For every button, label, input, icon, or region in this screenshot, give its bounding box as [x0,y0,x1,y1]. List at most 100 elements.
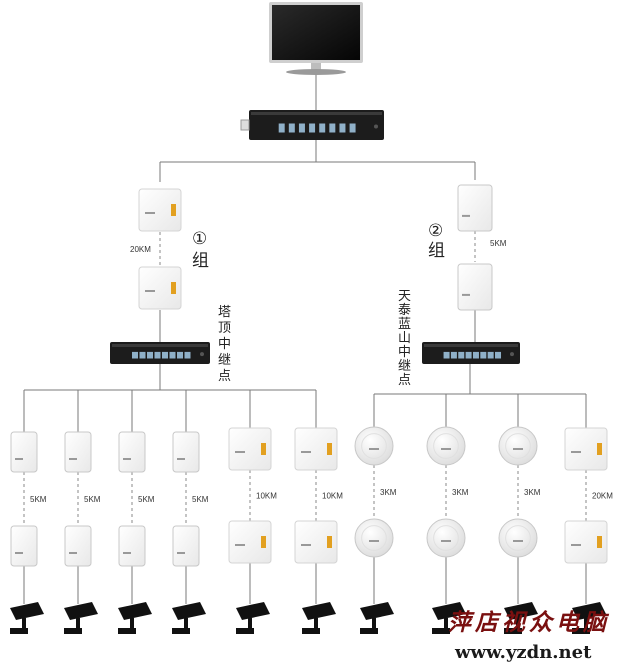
switch-port [184,351,191,359]
camera-body [302,602,336,620]
ap-bottom-icon [354,518,394,558]
cpe-bottom-icon [294,520,338,564]
g1-relay-label: 点 [218,369,231,384]
camera-arm [248,618,252,630]
branch-distance: 3KM [452,488,469,497]
cpe-top-icon [172,431,200,473]
g2-relay-label: 泰 [398,303,411,318]
camera-arm [372,618,376,630]
cpe-bottom-icon [118,525,146,567]
cpe-top-icon [10,431,38,473]
ap-top-icon [426,426,466,466]
panel-body [64,525,92,567]
g2-label-num: ② [428,221,443,241]
camera-mount [572,628,590,634]
branch-distance: 10KM [322,492,343,501]
camera-mount [504,628,522,634]
g1-label-num: ① [192,229,207,249]
panel-body [457,184,493,232]
g2-switch-icon [422,342,520,364]
panel-logo [123,552,131,554]
cpe-label [327,536,332,548]
cpe-body [138,188,182,232]
camera-icon [172,602,206,634]
cpe-body [564,520,608,564]
watermark-url: www.yzdn.net [454,642,592,663]
cpe-body [228,520,272,564]
camera-mount [172,628,190,634]
cpe-logo [235,451,245,453]
switch-port [147,351,153,359]
panel-body [10,431,38,473]
connection-lines [23,75,587,604]
camera-body [236,602,270,620]
cpe-top-icon [64,431,92,473]
camera-body [10,602,44,620]
power-led [510,352,514,357]
switch-top [251,112,382,115]
camera-icon [432,602,466,634]
g1-bridge-bottom-icon [138,266,182,310]
panel-body [118,525,146,567]
branch-distance: 10KM [256,492,277,501]
panel-body [172,525,200,567]
panel-logo [123,458,131,460]
cpe-label [171,282,176,294]
watermark: 萍店视众电脑 www.yzdn.net [448,609,636,664]
branch-distance: 20KM [592,492,613,501]
camera-body [504,602,538,620]
cpe-bottom-icon [228,520,272,564]
camera-icon [10,602,44,634]
ap-logo [441,448,451,450]
ap-body [426,518,466,558]
camera-mount [118,628,136,634]
camera-body [572,602,606,620]
g2-bridge-bottom-icon [457,263,493,311]
cpe-logo [571,451,581,453]
cpe-logo [301,544,311,546]
camera-arm [130,618,134,630]
switch-port [139,351,146,359]
monitor-screen [272,5,360,60]
cpe-label [171,204,176,216]
ap-body [498,518,538,558]
camera-arm [314,618,318,630]
camera-mount [64,628,82,634]
switch-port [443,351,450,359]
power-led [200,352,204,357]
camera-mount [236,628,254,634]
ap-body [426,426,466,466]
branch-distance: 5KM [138,495,155,504]
camera-arm [584,618,588,630]
switch-top [112,344,208,347]
ap-top-icon [498,426,538,466]
ap-logo [513,448,523,450]
monitor-neck [311,63,321,70]
switch-top [424,344,518,347]
panel-logo [69,552,77,554]
camera-mount [302,628,320,634]
cpe-logo [145,290,155,292]
cpe-bottom-icon [64,525,92,567]
ap-ring [433,525,459,551]
switch-port [298,123,305,133]
ap-ring [505,525,531,551]
switch-port [480,351,487,359]
watermark-cn: 萍店视众电脑 [448,609,610,636]
switch-port [132,351,138,359]
camera-arm [516,618,520,630]
cpe-label [261,536,266,548]
switch-port [169,351,176,359]
ap-bottom-icon [426,518,466,558]
camera-icon [118,602,152,634]
monitor-stand [286,69,346,75]
ap-logo [369,448,379,450]
g2-relay-label: 天 [398,289,411,304]
camera-icon [236,602,270,634]
camera-mount [432,628,450,634]
camera-body [64,602,98,620]
camera-icon [572,602,606,634]
panel-body [64,431,92,473]
